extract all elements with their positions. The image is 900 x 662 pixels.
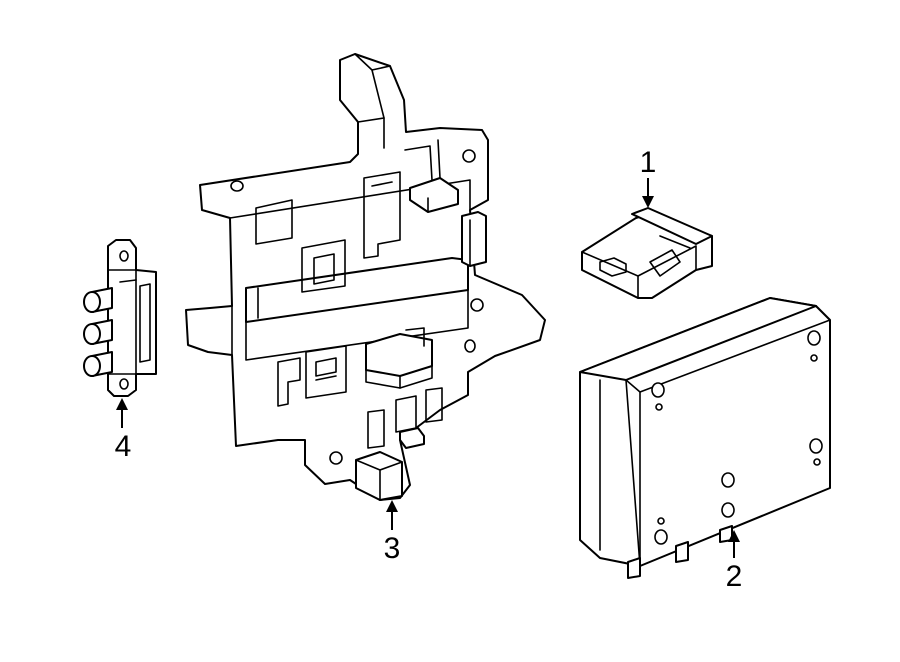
leader-arrow-2 [728,530,740,542]
part-1-relay-module[interactable] [581,207,713,299]
callout-label-4: 4 [115,430,132,463]
part-3-mounting-bracket[interactable] [185,53,546,501]
callout-label-1: 1 [640,146,657,179]
callout-4: 4 [115,398,132,463]
callout-label-3: 3 [384,532,401,565]
callout-2: 2 [726,530,743,593]
leader-arrow-4 [116,398,128,410]
callout-1: 1 [640,146,657,208]
part-4-connector[interactable] [83,239,157,397]
leader-arrow-3 [386,500,398,512]
callout-3: 3 [384,500,401,565]
bracket-bottom-connector [355,451,403,501]
bracket-slot [245,257,469,323]
leader-arrow-1 [642,196,654,208]
part-2-control-module[interactable] [579,297,831,579]
callout-label-2: 2 [726,560,743,593]
